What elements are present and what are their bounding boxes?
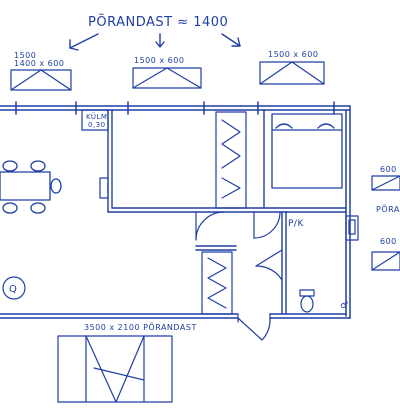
window-1-icon [10, 69, 72, 91]
right-window-2-label: PÕRA [376, 203, 400, 214]
plant-symbol: Q [9, 284, 17, 295]
window-label-2: 1500 x 600 [134, 56, 184, 65]
right-window-1-icon [371, 175, 400, 191]
outer-walls [0, 101, 351, 319]
top-title: PÕRANDAST ≈ 1400 [88, 14, 228, 30]
window-3-icon [259, 61, 325, 85]
bottom-window-icon [57, 335, 173, 403]
arrow-down-icon [155, 33, 165, 48]
closet-upper-icon [215, 111, 247, 209]
sink-icon [345, 215, 359, 241]
window-label-1-sub: 1400 x 600 [14, 59, 64, 68]
fridge-label: KÜLM [86, 112, 107, 121]
fridge-label-2: 0,30 [88, 121, 106, 129]
door-1-icon [195, 211, 225, 241]
toilet-icon [299, 289, 315, 313]
door-3-icon [255, 249, 283, 281]
bottom-window-label: 3500 x 2100 PÕRANDAST [84, 321, 197, 332]
dining-table-icon [0, 160, 62, 214]
window-label-3: 1500 x 600 [268, 50, 318, 59]
right-window-1-label: 600 [380, 165, 397, 174]
stove-icon [99, 177, 109, 199]
entrance-door-icon [237, 313, 271, 341]
closet-lower-icon [201, 251, 233, 315]
right-window-2-icon [371, 251, 400, 271]
misc-symbol: ♂ [340, 301, 349, 311]
window-label-1-top: 1500 [14, 51, 36, 60]
arrow-right-icon [221, 33, 241, 47]
window-2-icon [132, 67, 202, 89]
right-window-3-label: 600 [380, 237, 397, 246]
plant-icon [2, 276, 26, 300]
wc-label: P/K [288, 219, 304, 229]
bed-icon [271, 113, 343, 189]
arrow-left-icon [69, 33, 99, 51]
door-2-icon [253, 211, 281, 239]
